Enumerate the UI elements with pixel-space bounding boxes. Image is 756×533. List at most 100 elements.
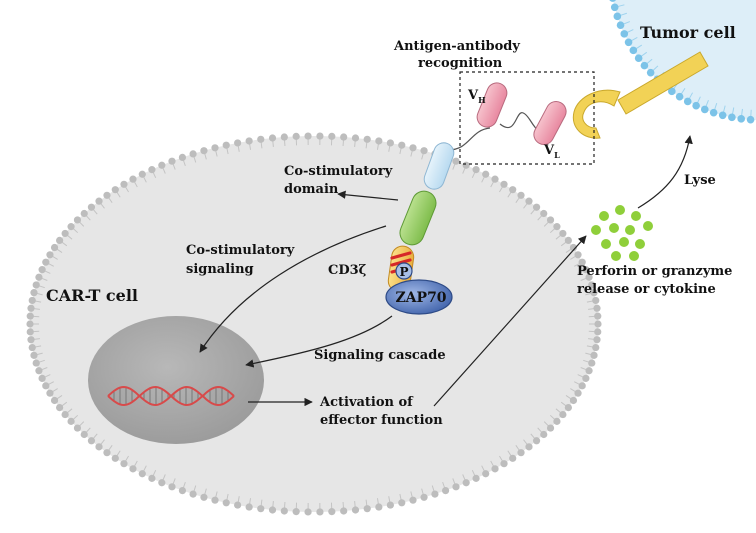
- lipid-head: [578, 382, 586, 390]
- granule: [643, 221, 653, 231]
- lipid-head: [431, 490, 439, 498]
- lipid-head: [398, 141, 406, 149]
- tumor-cell-label: Tumor cell: [640, 23, 736, 42]
- lipid-head: [87, 203, 96, 211]
- lipid-tail: [431, 485, 435, 492]
- lipid-head: [73, 216, 82, 224]
- lipid-head: [351, 506, 360, 514]
- activation-label-line1: Activation of: [319, 395, 414, 410]
- lipid-head: [553, 417, 561, 425]
- tumor-lipid-tail: [620, 12, 628, 16]
- lipid-tail: [52, 255, 58, 260]
- tumor-lipid-tail: [635, 44, 643, 50]
- signaling-cascade-label: Signaling cascade: [314, 348, 446, 363]
- lipid-head: [268, 506, 277, 514]
- lipid-tail: [365, 142, 368, 149]
- lipid-head: [50, 396, 59, 405]
- tumor-lipid-head: [709, 108, 718, 117]
- tumor-lipid-head: [613, 12, 622, 21]
- lipid-tail: [204, 488, 207, 495]
- lipid-head: [50, 243, 59, 252]
- lipid-tail: [67, 408, 73, 414]
- lipid-tail: [515, 445, 520, 451]
- lipid-head: [328, 508, 336, 516]
- tumor-lipid-head: [718, 111, 727, 120]
- lipid-head: [375, 503, 383, 511]
- arrow-signaling-cascade: [245, 315, 393, 368]
- lipid-head: [452, 157, 460, 165]
- lipid-head: [245, 137, 253, 145]
- lipid-head: [585, 367, 593, 375]
- lipid-tail: [79, 221, 85, 227]
- tumor-cell-membrane: [609, 0, 755, 124]
- lipid-tail: [193, 485, 197, 492]
- lipid-head: [517, 191, 525, 199]
- lipid-head: [67, 417, 75, 425]
- tumor-lipid-head: [683, 97, 692, 106]
- lipid-tail: [507, 191, 512, 198]
- lipid-tail: [490, 181, 495, 188]
- lipid-tail: [515, 197, 520, 203]
- lipid-head: [363, 135, 371, 143]
- granule: [611, 251, 621, 261]
- lipid-tail: [481, 176, 485, 183]
- tumor-lipid-head: [675, 92, 684, 101]
- lipid-head: [158, 479, 166, 487]
- antigen-label-line2: recognition: [418, 56, 503, 71]
- lipid-head: [594, 328, 602, 336]
- lipid-head: [211, 144, 219, 152]
- lipid-head: [178, 487, 187, 495]
- lipid-head: [500, 180, 508, 188]
- lipid-head: [80, 430, 88, 439]
- costim-signaling-label-line1: Co-stimulatory: [186, 243, 295, 258]
- granule: [601, 239, 611, 249]
- perforin-label-line2: release or cytokine: [577, 282, 716, 297]
- tumor-antigen: [572, 51, 709, 139]
- lipid-tail: [48, 263, 54, 267]
- lipid-head: [168, 483, 176, 491]
- lipid-head: [559, 229, 567, 238]
- lipid-head: [189, 490, 197, 498]
- lipid-head: [148, 474, 156, 482]
- arrow-costim-signaling: [199, 225, 387, 353]
- lipid-tail: [204, 153, 207, 160]
- lipid-tail: [490, 460, 495, 467]
- lipid-tail: [172, 163, 176, 170]
- lipid-head: [553, 223, 561, 231]
- lipid-head: [509, 186, 517, 194]
- lipid-tail: [577, 270, 584, 274]
- lipid-head: [592, 343, 600, 352]
- lipid-tail: [249, 143, 252, 150]
- lipid-head: [38, 374, 46, 382]
- lipid-tail: [507, 450, 512, 457]
- lipid-head: [482, 170, 490, 178]
- lipid-head: [500, 460, 508, 468]
- tumor-lipid-tail: [623, 21, 631, 25]
- lipid-head: [56, 236, 64, 245]
- tumor-lipid-head: [616, 21, 625, 30]
- lipid-tail: [560, 401, 567, 407]
- lipid-head: [316, 508, 324, 516]
- lipid-tail: [586, 345, 593, 348]
- lipid-tail: [570, 388, 576, 393]
- lipid-tail: [388, 145, 391, 152]
- lipid-tail: [125, 186, 130, 193]
- lipid-head: [61, 229, 69, 238]
- lipid-head: [472, 474, 480, 482]
- lipid-tail: [237, 145, 240, 152]
- lipid-head: [363, 505, 371, 513]
- tumor-lipid-tail: [731, 107, 735, 115]
- arrow-release: [433, 235, 587, 407]
- granule: [625, 225, 635, 235]
- lipid-head: [582, 374, 590, 382]
- lipid-tail: [260, 499, 263, 506]
- lipid-tail: [182, 160, 186, 167]
- lipid-tail: [549, 228, 556, 234]
- tumor-lipid-tail: [741, 108, 743, 116]
- lipid-head: [103, 191, 111, 199]
- lipid-tail: [588, 338, 595, 340]
- tumor-lipid-tail: [688, 92, 693, 100]
- lipid-head: [27, 304, 35, 312]
- lipid-head: [569, 396, 578, 405]
